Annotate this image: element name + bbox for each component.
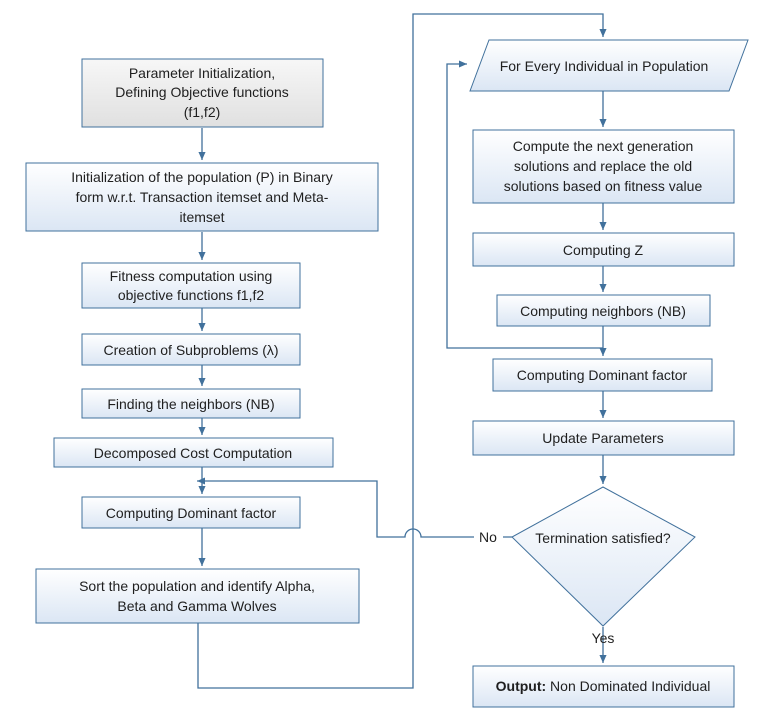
sort-population-line-1: Sort the population and identify Alpha, [79, 578, 315, 594]
param-init-line-3: (f1,f2) [184, 104, 221, 120]
node-param-init: Parameter Initialization, Defining Objec… [81, 58, 324, 128]
dominant-left-label: Computing Dominant factor [106, 505, 277, 521]
svg-text:Parameter Initialization,: Parameter Initialization, [129, 65, 275, 81]
param-init-line-1: Parameter Initialization, [129, 65, 275, 81]
arrow-loop-back [446, 60, 603, 349]
param-init-line-2: Defining Objective functions [115, 84, 289, 100]
node-computing-z: Computing Z [472, 232, 735, 267]
output-rest-label: Non Dominated Individual [546, 678, 710, 694]
neighbors-left-label: Finding the neighbors (NB) [107, 396, 274, 412]
neighbors-right-label: Computing neighbors (NB) [520, 303, 686, 319]
dominant-right-label: Computing Dominant factor [517, 367, 688, 383]
arrow-no-loop [197, 481, 512, 538]
node-termination: Termination satisfied? [511, 486, 696, 627]
output-bold-label: Output: [496, 678, 547, 694]
init-population-line-3: itemset [179, 209, 224, 225]
sort-population-line-2: Beta and Gamma Wolves [117, 598, 276, 614]
node-every-individual: For Every Individual in Population [469, 39, 749, 92]
next-generation-line-1: Compute the next generation [513, 138, 694, 154]
node-decomposed: Decomposed Cost Computation [53, 437, 334, 468]
node-dominant-right: Computing Dominant factor [492, 358, 713, 392]
computing-z-label: Computing Z [563, 242, 644, 258]
node-subproblems: Creation of Subproblems (λ) [81, 333, 301, 366]
edge-label-no: No [479, 529, 497, 545]
svg-text:Defining Objective functions: Defining Objective functions [115, 84, 289, 100]
connectors [197, 13, 607, 689]
subproblems-label: Creation of Subproblems (λ) [103, 342, 278, 358]
node-neighbors-left: Finding the neighbors (NB) [81, 388, 301, 419]
next-generation-line-3: solutions based on fitness value [504, 178, 703, 194]
node-neighbors-right: Computing neighbors (NB) [496, 294, 711, 327]
init-population-line-2: form w.r.t. Transaction itemset and Meta… [76, 189, 329, 205]
node-init-population: Initialization of the population (P) in … [25, 162, 379, 232]
node-update-params: Update Parameters [472, 420, 735, 456]
arrow-sort-to-every-individual [197, 13, 607, 689]
svg-text:(f1,f2): (f1,f2) [184, 104, 221, 120]
decomposed-label: Decomposed Cost Computation [94, 445, 292, 461]
next-generation-line-2: solutions and replace the old [514, 158, 692, 174]
update-params-label: Update Parameters [542, 430, 663, 446]
node-sort-population: Sort the population and identify Alpha, … [35, 568, 360, 624]
edge-label-yes: Yes [592, 630, 615, 646]
fitness-line-2: objective functions f1,f2 [118, 287, 265, 303]
termination-label: Termination satisfied? [535, 530, 671, 546]
node-dominant-left: Computing Dominant factor [81, 496, 301, 529]
init-population-line-1: Initialization of the population (P) in … [71, 169, 332, 185]
every-individual-label: For Every Individual in Population [500, 58, 709, 74]
fitness-line-1: Fitness computation using [110, 268, 273, 284]
svg-text:Output: Non Dominated Individu: Output: Non Dominated Individual [496, 678, 711, 694]
node-output: Output: Non Dominated Individual [472, 665, 735, 708]
node-next-generation: Compute the next generation solutions an… [472, 129, 735, 204]
node-fitness: Fitness computation using objective func… [81, 262, 301, 309]
